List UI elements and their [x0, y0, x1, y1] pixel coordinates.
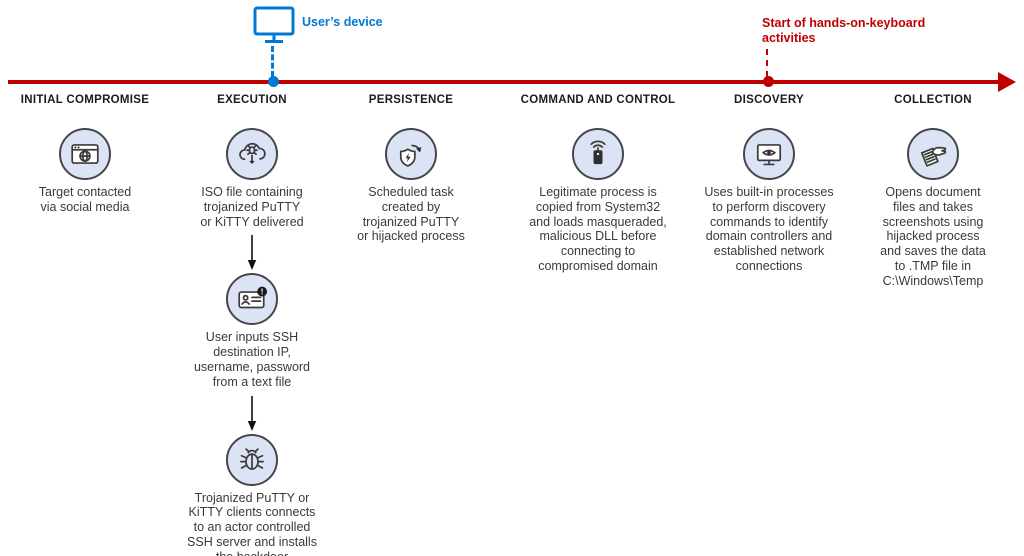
hok-timeline-dot: [763, 76, 774, 87]
step-text: Trojanized PuTTY or KiTTY clients connec…: [187, 490, 317, 556]
svg-text:!: !: [261, 288, 264, 297]
phase-header-command-and-control: COMMAND AND CONTROL: [520, 94, 676, 106]
bug-icon: [226, 433, 278, 486]
phase-column-initial-compromise: Target contacted via social media: [0, 128, 173, 215]
step-text: Uses built-in processes to perform disco…: [704, 185, 834, 273]
down-arrow-icon: [247, 235, 257, 271]
phase-header-execution: EXECUTION: [217, 94, 287, 106]
step-text: ISO file containing trojanized PuTTY or …: [200, 185, 304, 229]
step-text: Opens document files and takes screensho…: [880, 185, 986, 288]
browser-globe-icon: [59, 128, 111, 180]
phase-column-persistence: Scheduled task created by trojanized PuT…: [323, 128, 499, 244]
device-timeline-dot: [268, 76, 279, 87]
phase-header-discovery: DISCOVERY: [733, 94, 805, 106]
phase-column-command-and-control: Legitimate process is copied from System…: [510, 128, 686, 274]
monitor-eye-icon: [743, 128, 795, 180]
step-text: Legitimate process is copied from System…: [529, 185, 667, 273]
phase-column-execution: ISO file containing trojanized PuTTY or …: [164, 128, 340, 556]
phase-header-persistence: PERSISTENCE: [368, 94, 454, 106]
hand-document-icon: [907, 128, 959, 180]
down-arrow-icon: [247, 395, 257, 431]
timeline-arrowhead-icon: [998, 72, 1016, 92]
c2-beacon-device-icon: [572, 128, 624, 180]
step-text: Target contacted via social media: [38, 185, 132, 214]
shield-scheduled-task-icon: [385, 128, 437, 180]
hands-on-keyboard-label: Start of hands-on-keyboard activities: [762, 16, 926, 45]
phase-header-collection: COLLECTION: [894, 94, 972, 106]
device-connector-line: [271, 46, 274, 77]
phase-column-collection: Opens document files and takes screensho…: [845, 128, 1021, 289]
step-text: Scheduled task created by trojanized PuT…: [357, 185, 465, 244]
phase-header-initial-compromise: INITIAL COMPROMISE: [20, 94, 150, 106]
cloud-malware-download-icon: [226, 128, 278, 180]
user-device-label: User’s device: [302, 15, 383, 29]
hok-connector-line: [766, 49, 768, 77]
credentials-card-alert-icon: !: [226, 273, 278, 326]
phase-column-discovery: Uses built-in processes to perform disco…: [681, 128, 857, 274]
monitor-icon: [253, 6, 295, 43]
timeline-axis: [8, 80, 1000, 84]
step-text: User inputs SSH destination IP, username…: [193, 330, 311, 389]
